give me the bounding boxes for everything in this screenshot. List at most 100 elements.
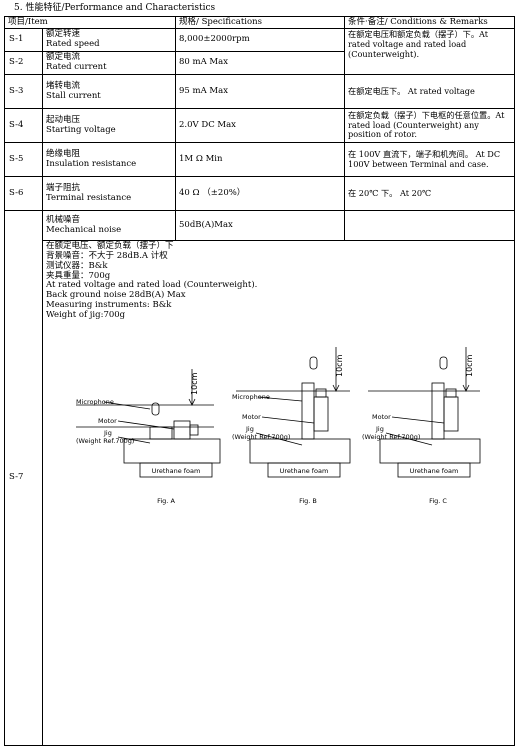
jig-weight-label-b: (Weight Ref.700g) — [232, 433, 290, 441]
row-item: 绝缘电阻 Insulation resistance — [41, 142, 177, 177]
item-en: Insulation resistance — [46, 158, 137, 169]
note-line: Measuring instruments: B&k — [46, 300, 172, 311]
row-cond: 在额定电压和额定负载（摆子）下。At rated voltage and rat… — [344, 28, 516, 75]
item-en: Terminal resistance — [46, 192, 132, 203]
note-line: At rated voltage and rated load (Counter… — [46, 280, 258, 291]
motor-body-b — [313, 396, 329, 432]
leader-line — [117, 420, 175, 430]
note-line: 测试仪器：B&k — [46, 260, 108, 271]
motor-body-a — [173, 420, 191, 440]
foam-label-c: Urethane foam — [410, 467, 459, 475]
header-spec: 规格/ Specifications — [175, 16, 346, 29]
leader-line — [385, 432, 433, 446]
row-cond: 在额定负载（摆子）下电枢的任意位置。At rated load (Counter… — [344, 108, 516, 143]
row-spec: 8,000±2000rpm — [175, 28, 346, 52]
distance-label-b: 10cm — [335, 354, 344, 377]
test-setup-diagram: Urethane foam 10cm Microphone Moto — [76, 346, 481, 505]
item-en: Rated current — [46, 62, 107, 72]
item-cn: 起动电压 — [46, 114, 81, 125]
row-spec: 2.0V DC Max — [175, 108, 346, 143]
item-cn: 堵转电流 — [46, 80, 81, 91]
item-cn: 端子阻抗 — [46, 182, 81, 193]
row-item: 堵转电流 Stall current — [41, 74, 177, 109]
fig-caption-c: Fig. C — [429, 497, 447, 505]
distance-label-c: 10cm — [465, 354, 474, 377]
motor-label-c: Motor — [372, 413, 391, 421]
jig-base-b — [249, 438, 351, 464]
microphone-a — [151, 402, 160, 416]
note-line: 在额定电压、额定负载（摆子）下 — [46, 241, 174, 251]
row-item: 端子阻抗 Terminal resistance — [41, 176, 177, 211]
leader-line — [391, 416, 445, 424]
microphone-label-a: Microphone — [76, 398, 114, 406]
microphone-b — [309, 356, 318, 370]
motor-label-b: Motor — [242, 413, 261, 421]
note-line: Weight of jig:700g — [46, 310, 126, 321]
note-line: 夹具重量：700g — [46, 270, 111, 281]
row-id: S-2 — [4, 51, 43, 75]
test-setup-figures: Urethane foam 10cm Microphone Moto — [46, 339, 506, 509]
item-cn: 额定转速 — [46, 29, 81, 40]
table-row: S-1 额定转速 Rated speed 8,000±2000rpm 在额定电压… — [4, 28, 516, 75]
row-cond: 在额定电压下。 At rated voltage — [344, 74, 516, 109]
performance-table: 项目/Item 规格/ Specifications 条件·备注/ Condit… — [3, 16, 516, 746]
table-row: S-3 堵转电流 Stall current 95 mA Max 在额定电压下。… — [4, 74, 516, 109]
jig-base-a — [123, 438, 221, 464]
note-line: Back ground noise 28dB(A) Max — [46, 290, 186, 301]
leader-line — [103, 401, 151, 410]
item-cn: 额定电流 — [46, 52, 81, 63]
motor-cap-a — [189, 424, 199, 436]
leader-line — [255, 432, 303, 446]
header-item: 项目/Item — [3, 16, 177, 29]
row-spec: 80 mA Max — [175, 51, 346, 75]
leader-line — [261, 416, 315, 424]
jig-label-a: Jig — [103, 429, 112, 437]
noise-test-row: 在额定电压、额定负载（摆子）下 背景噪音：不大于 28dB.A 计权 测试仪器：… — [5, 240, 516, 746]
microphone-label-b: Microphone — [232, 393, 270, 401]
distance-label-a: 10cm — [190, 372, 199, 395]
table-header-row: 项目/Item 规格/ Specifications 条件·备注/ Condit… — [3, 16, 516, 29]
item-en: Rated speed — [46, 39, 100, 49]
figure-c: Urethane foam 10cm Motor Jig (Weigh — [362, 346, 481, 505]
row-item: 起动电压 Starting voltage — [41, 108, 177, 143]
row-item: 额定转速 Rated speed — [41, 28, 177, 52]
leader-line — [117, 436, 151, 444]
row-id: S-5 — [4, 142, 43, 177]
fig-caption-b: Fig. B — [299, 497, 317, 505]
table-row: S-2 额定电流 Rated current 80 mA Max — [4, 51, 515, 75]
jig-weight-label-c: (Weight Ref.700g) — [362, 433, 420, 441]
item-en: Mechanical noise — [46, 224, 122, 235]
row-item: 机械噪音 Mechanical noise — [41, 210, 177, 241]
table-row: S-7 机械噪音 Mechanical noise 50dB(A)Max — [4, 210, 516, 746]
row-item: 额定电流 Rated current — [41, 51, 177, 75]
note-line: 背景噪音：不大于 28dB.A 计权 — [46, 250, 168, 261]
row-id: S-3 — [4, 74, 43, 109]
fig-caption-a: Fig. A — [157, 497, 175, 505]
dim-arrow-a — [188, 398, 196, 406]
foam-label-b: Urethane foam — [280, 467, 329, 475]
motor-label-a: Motor — [98, 417, 117, 425]
jig-block-a — [149, 426, 173, 440]
table-row: S-5 绝缘电阻 Insulation resistance 1M Ω Min … — [4, 142, 516, 177]
item-en: Starting voltage — [46, 124, 116, 135]
figure-b: Urethane foam 10cm Microphone Motor — [232, 346, 351, 505]
jig-label-c: Jig — [375, 425, 384, 433]
motor-body-c — [443, 396, 459, 432]
table-row: S-4 起动电压 Starting voltage 2.0V DC Max 在额… — [4, 108, 516, 143]
item-cn: 绝缘电阻 — [46, 148, 81, 159]
item-en: Stall current — [46, 90, 101, 101]
row-spec: 50dB(A)Max — [175, 210, 346, 241]
dim-arrow-c — [462, 384, 470, 392]
row-spec: 1M Ω Min — [175, 142, 346, 177]
figure-a: Urethane foam 10cm Microphone Moto — [76, 368, 221, 505]
jig-base-c — [379, 438, 481, 464]
row-spec: 95 mA Max — [175, 74, 346, 109]
item-cn: 机械噪音 — [46, 214, 81, 225]
jig-weight-label-a: (Weight Ref.700g) — [76, 437, 134, 445]
row-cond — [344, 210, 516, 241]
noise-test-notes: 在额定电压、额定负载（摆子）下 背景噪音：不大于 28dB.A 计权 测试仪器：… — [41, 240, 516, 746]
row-spec: 40 Ω （±20%） — [175, 176, 346, 211]
header-cond: 条件·备注/ Conditions & Remarks — [344, 16, 516, 29]
motor-cap-b — [315, 388, 327, 398]
motor-cap-c — [445, 388, 457, 398]
